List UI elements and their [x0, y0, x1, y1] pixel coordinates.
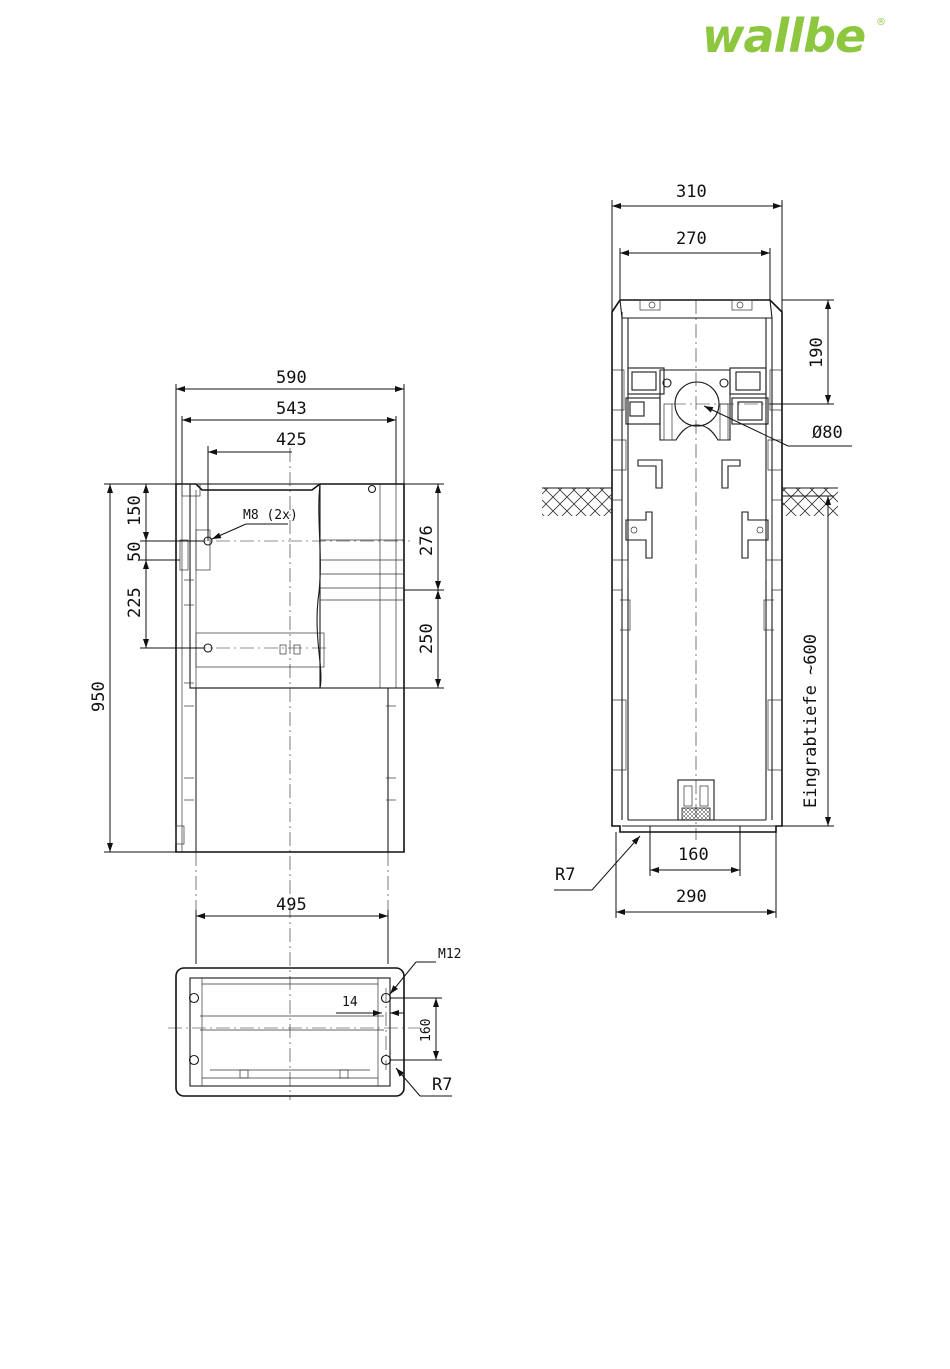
dim-side-radius: R7	[555, 865, 575, 885]
dim-front-width-inner: 543	[276, 399, 307, 419]
side-view: 310 270	[542, 182, 852, 918]
dim-side-bottom-outer: 290	[676, 887, 707, 907]
base-hole-tl	[190, 994, 199, 1003]
dim-front-height: 950	[89, 681, 109, 712]
label-base-thread: M12	[438, 947, 461, 962]
label-mount-holes: M8 (2x)	[243, 508, 298, 523]
dim-side-top-inner: 270	[676, 229, 707, 249]
dim-front-offset-low: 225	[125, 587, 145, 618]
dim-side-burial-depth: Eingrabtiefe ~600	[801, 634, 821, 808]
dim-side-bottom-inner: 160	[678, 845, 709, 865]
dim-base-hole-spacing: 160	[419, 1019, 434, 1042]
dim-front-offset-top: 150	[125, 495, 145, 526]
dim-base-radius: R7	[432, 1075, 452, 1095]
dim-front-right-lower: 250	[417, 623, 437, 654]
brand-logo: wallbe ®	[702, 9, 886, 63]
dim-side-pipe-diameter: Ø80	[812, 423, 843, 443]
front-view: 590 543 425 M8 (2x) 950 150 50 225 276	[89, 368, 444, 1100]
dim-side-top-height: 190	[807, 337, 827, 368]
dim-base-width: 495	[276, 895, 307, 915]
dim-front-offset-mid: 50	[125, 542, 145, 562]
side-housing-outline	[612, 300, 782, 832]
front-lower-door	[196, 688, 388, 852]
dim-front-width-outer: 590	[276, 368, 307, 388]
dim-base-hole-offset: 14	[342, 995, 358, 1010]
logo-registered-mark: ®	[876, 17, 886, 28]
logo-text: wallbe	[702, 9, 865, 63]
base-hole-bl	[190, 1056, 199, 1065]
dim-side-top-outer: 310	[676, 182, 707, 202]
dim-front-mount-width: 425	[276, 430, 307, 450]
dim-front-right-upper: 276	[417, 525, 437, 556]
base-view: 495 M12 14 160 R7	[168, 895, 461, 1096]
